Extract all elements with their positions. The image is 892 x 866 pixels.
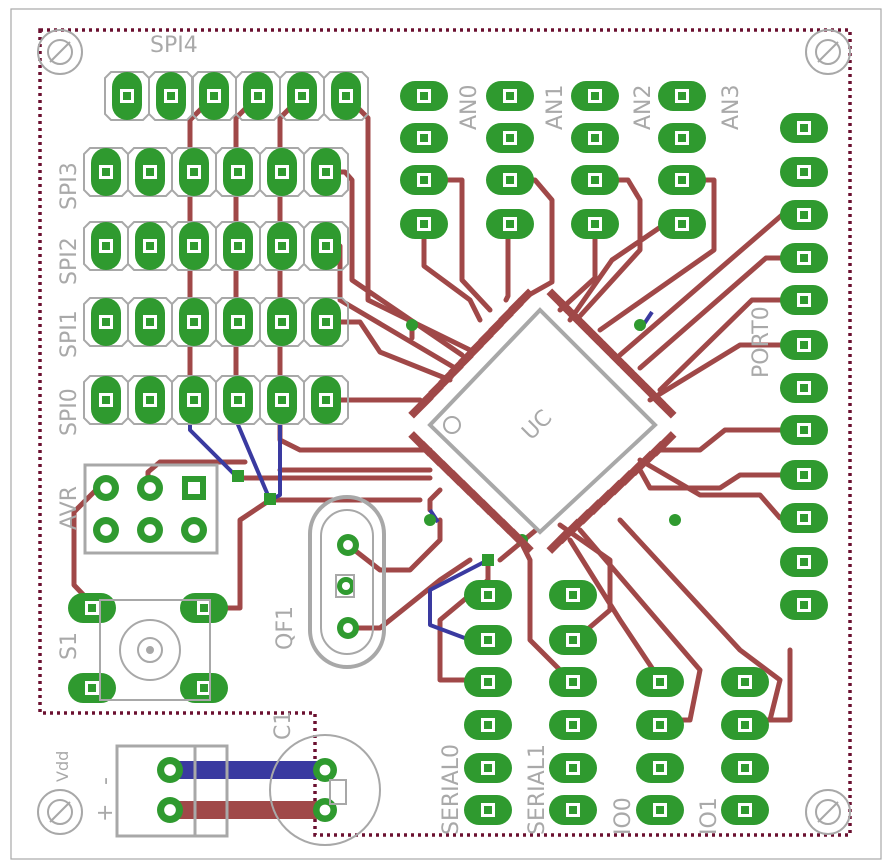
avr-isp-header (83, 463, 219, 555)
mounting-hole-br (805, 789, 851, 835)
dotted-keepout-outline (38, 28, 852, 837)
power-connector (115, 744, 229, 838)
top-traces (71, 93, 807, 819)
qfp-microcontroller: UC (408, 288, 677, 554)
vias (232, 319, 681, 566)
label-io1: IO1 (697, 797, 722, 835)
label-plus: + (93, 804, 118, 822)
label-an1: AN1 (543, 84, 568, 130)
label-avr: AVR (57, 486, 82, 530)
crystal-qf1 (308, 495, 386, 669)
label-an2: AN2 (631, 84, 656, 130)
through-hole-pads (68, 71, 828, 825)
chip-pin (546, 528, 572, 554)
label-port0: PORT0 (749, 306, 774, 378)
board-edge (10, 8, 882, 860)
label-an3: AN3 (719, 84, 744, 130)
label-c1: C1 (271, 711, 296, 740)
label-an0: AN0 (457, 84, 482, 130)
chip-pin (508, 288, 534, 314)
label-vdd: Vdd (53, 751, 72, 782)
mounting-hole-bl (37, 789, 83, 835)
label-serial1: SERIAL1 (525, 744, 550, 835)
label-io0: IO0 (611, 797, 636, 835)
mounting-hole-tr (805, 29, 851, 75)
label-s1: S1 (57, 632, 82, 660)
chip-pin (408, 431, 434, 457)
label-minus: - (93, 777, 118, 785)
label-serial0: SERIAL0 (439, 744, 464, 835)
mounting-hole-tl (37, 29, 83, 75)
label-spi4: SPI4 (150, 33, 198, 58)
chip-pin (651, 393, 677, 419)
label-spi1: SPI1 (57, 310, 82, 358)
capacitor-c1 (269, 734, 381, 846)
switch-s1 (99, 599, 211, 701)
silkscreen-labels: SPI4 SPI3 SPI2 SPI1 SPI0 AN0 AN1 AN2 AN3… (53, 33, 774, 835)
label-spi0: SPI0 (57, 388, 82, 436)
label-qf1: QF1 (273, 606, 298, 650)
label-spi3: SPI3 (57, 162, 82, 210)
label-spi2: SPI2 (57, 237, 82, 285)
